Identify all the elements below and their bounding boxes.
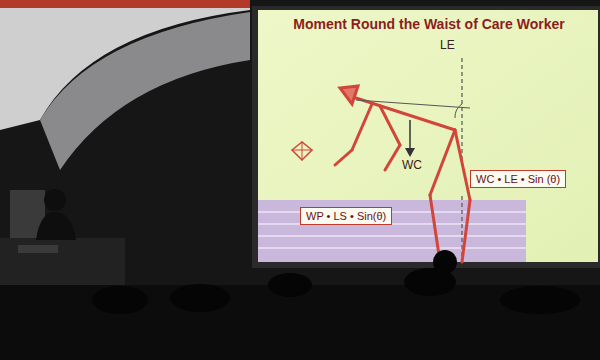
- formula-text: WC • LE • Sin (θ): [476, 173, 560, 185]
- formula-text: WP • LS • Sin(θ): [306, 210, 386, 222]
- formula-box: WC • LE • Sin (θ): [470, 170, 566, 188]
- variable-label: LE: [440, 38, 455, 52]
- variable-label: WC: [402, 158, 422, 172]
- slide-title: Moment Round the Waist of Care Worker: [262, 16, 596, 32]
- formula-box: WP • LS • Sin(θ): [300, 207, 392, 225]
